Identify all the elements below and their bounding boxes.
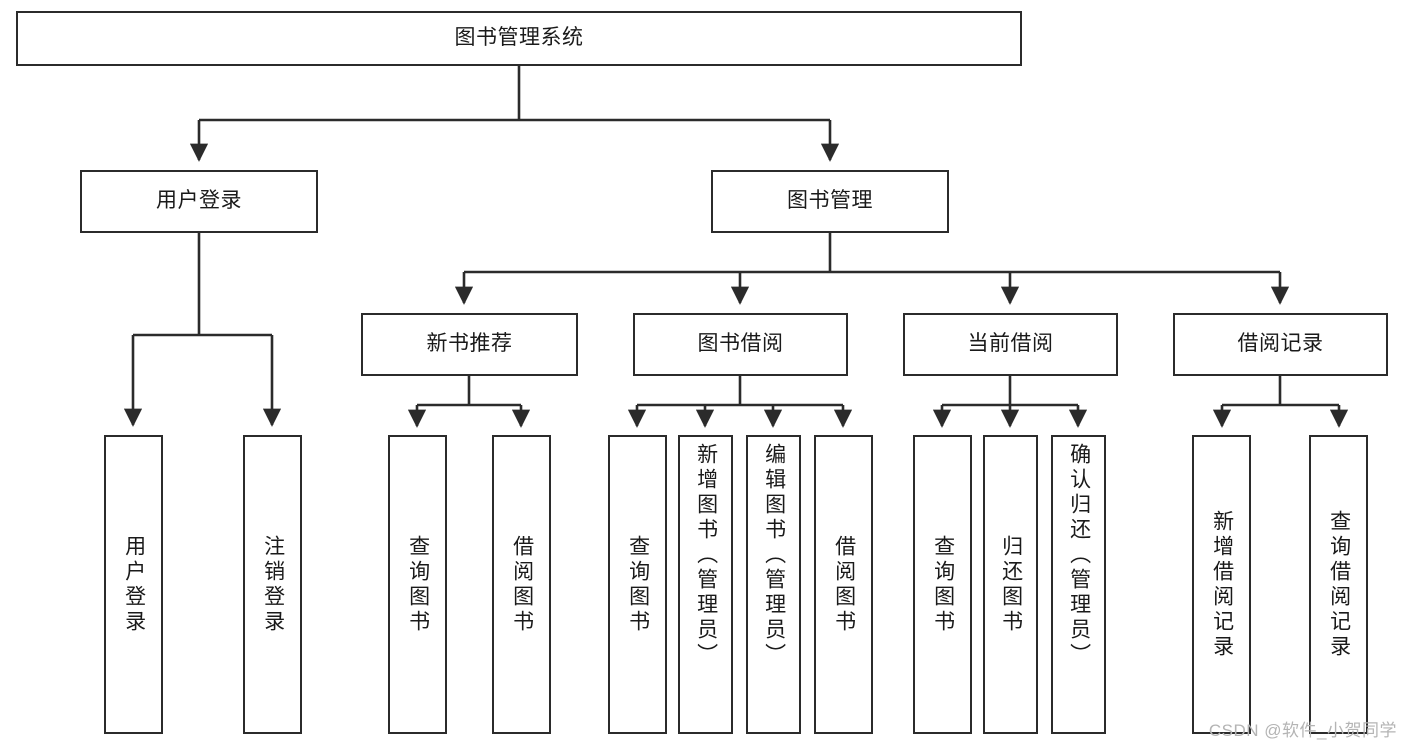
leaf-record-query-label: 查询借阅记录 xyxy=(1327,509,1351,660)
node-new-book-recommend[interactable]: 新书推荐 xyxy=(361,313,578,376)
leaf-borrow-query-book-label: 查询图书 xyxy=(626,534,650,635)
leaf-current-query-book[interactable]: 查询图书 xyxy=(913,435,972,734)
node-new-book-recommend-label: 新书推荐 xyxy=(426,332,513,356)
leaf-new-book-borrow-label: 借阅图书 xyxy=(510,534,534,635)
node-root[interactable]: 图书管理系统 xyxy=(16,11,1022,66)
node-user-login[interactable]: 用户登录 xyxy=(80,170,318,233)
node-borrow-record-label: 借阅记录 xyxy=(1237,332,1324,356)
leaf-borrow-edit-book-label: 编辑图书（管理员） xyxy=(762,443,786,668)
node-user-login-label: 用户登录 xyxy=(156,189,242,213)
leaf-user-login-login-label: 用户登录 xyxy=(122,534,146,635)
leaf-new-book-borrow[interactable]: 借阅图书 xyxy=(492,435,551,734)
leaf-new-book-query-label: 查询图书 xyxy=(406,534,430,635)
leaf-borrow-query-book[interactable]: 查询图书 xyxy=(608,435,667,734)
leaf-user-login-login[interactable]: 用户登录 xyxy=(104,435,163,734)
leaf-borrow-borrow-book-label: 借阅图书 xyxy=(832,534,856,635)
node-book-management-label: 图书管理 xyxy=(787,189,873,213)
watermark-text: CSDN @软件_小贺同学 xyxy=(1208,721,1397,740)
leaf-current-return-book[interactable]: 归还图书 xyxy=(983,435,1038,734)
leaf-record-query[interactable]: 查询借阅记录 xyxy=(1309,435,1368,734)
leaf-current-confirm-return-label: 确认归还（管理员） xyxy=(1067,443,1091,668)
leaf-record-add[interactable]: 新增借阅记录 xyxy=(1192,435,1251,734)
leaf-borrow-borrow-book[interactable]: 借阅图书 xyxy=(814,435,873,734)
leaf-current-return-book-label: 归还图书 xyxy=(999,534,1023,635)
leaf-user-login-logout[interactable]: 注销登录 xyxy=(243,435,302,734)
leaf-user-login-logout-label: 注销登录 xyxy=(261,534,285,635)
leaf-current-confirm-return[interactable]: 确认归还（管理员） xyxy=(1051,435,1106,734)
node-current-borrow-label: 当前借阅 xyxy=(967,332,1054,356)
leaf-borrow-add-book[interactable]: 新增图书（管理员） xyxy=(678,435,733,734)
leaf-new-book-query[interactable]: 查询图书 xyxy=(388,435,447,734)
leaf-borrow-add-book-label: 新增图书（管理员） xyxy=(694,443,718,668)
leaf-current-query-book-label: 查询图书 xyxy=(931,534,955,635)
node-book-management[interactable]: 图书管理 xyxy=(711,170,949,233)
leaf-record-add-label: 新增借阅记录 xyxy=(1210,509,1234,660)
leaf-borrow-edit-book[interactable]: 编辑图书（管理员） xyxy=(746,435,801,734)
node-current-borrow[interactable]: 当前借阅 xyxy=(903,313,1118,376)
node-root-label: 图书管理系统 xyxy=(454,26,584,50)
node-book-borrow-label: 图书借阅 xyxy=(697,332,784,356)
node-borrow-record[interactable]: 借阅记录 xyxy=(1173,313,1388,376)
node-book-borrow[interactable]: 图书借阅 xyxy=(633,313,848,376)
